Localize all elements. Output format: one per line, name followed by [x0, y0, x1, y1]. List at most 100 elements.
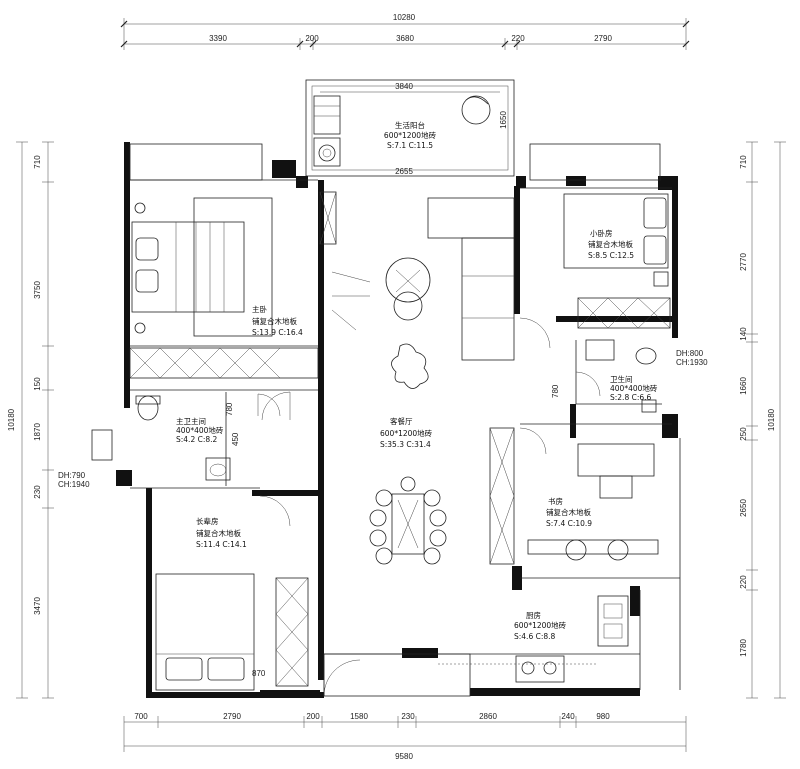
study-floor: 铺复合木地板: [546, 507, 591, 517]
bottom-dim-7: 240: [561, 712, 575, 721]
master-bedroom-area: S:13.9 C:16.4: [252, 328, 303, 337]
entry-door-icon: [331, 271, 371, 331]
bottom-dim-4: 1580: [350, 712, 368, 721]
guest-bath-dim: 780: [551, 384, 560, 398]
master-bath-dim-2: 450: [231, 432, 240, 446]
right-dim-2: 2770: [739, 253, 748, 271]
dining-table-icon: [369, 476, 447, 565]
right-total-dim: 10180: [767, 408, 776, 431]
bottom-dimension-lines: [123, 716, 687, 752]
elder-bedroom-name: 长辈房: [196, 516, 219, 526]
top-dim-4: 220: [511, 34, 525, 43]
balcony-name: 生活阳台: [395, 120, 425, 130]
bottom-dim-6: 2860: [479, 712, 497, 721]
left-total-dim: 10180: [7, 408, 16, 431]
kitchen-area: S:4.6 C:8.8: [514, 632, 556, 641]
left-window-dh: DH:790: [58, 471, 86, 480]
top-total-dim: 10280: [393, 13, 416, 22]
left-dim-1: 710: [33, 155, 42, 169]
bottom-total-dim: 9580: [395, 752, 413, 761]
living-dining-floor: 600*1200地砖: [380, 428, 433, 438]
left-dimension-lines: [16, 141, 54, 699]
guest-bath-name: 卫生间: [610, 374, 633, 384]
laundry-cabinet-icon: [313, 95, 341, 135]
right-dim-3: 140: [739, 327, 748, 341]
bottom-dim-1: 700: [134, 712, 148, 721]
bottom-dim-5: 230: [401, 712, 415, 721]
bottom-dim-2: 2790: [223, 712, 241, 721]
left-bay-window: [91, 429, 113, 461]
living-door-swing: [261, 391, 291, 421]
left-dim-2: 3750: [33, 281, 42, 299]
right-dim-1: 710: [739, 155, 748, 169]
elder-wardrobe-icon: [275, 577, 309, 687]
study-name: 书房: [548, 496, 563, 506]
study-door-swing: [519, 427, 547, 455]
left-dim-6: 3470: [33, 597, 42, 615]
bottom-dim-3: 200: [306, 712, 320, 721]
living-dining-name: 客餐厅: [390, 416, 413, 426]
front-door-icon: [323, 653, 471, 697]
master-bath-dim: 780: [225, 402, 234, 416]
walls: [116, 142, 678, 698]
right-dim-6: 2650: [739, 499, 748, 517]
guest-bath-floor: 400*400地砖: [610, 383, 658, 393]
right-dim-7: 220: [739, 575, 748, 589]
elder-bedroom-bed-icon: [155, 573, 255, 691]
kitchen-floor: 600*1200地砖: [514, 620, 567, 630]
top-dim-1: 3390: [209, 34, 227, 43]
guest-bath-area: S:2.8 C:6.6: [610, 393, 652, 402]
top-dimension-lines: [120, 18, 690, 50]
study-area: S:7.4 C:10.9: [546, 519, 592, 528]
living-dining-area: S:35.3 C:31.4: [380, 440, 431, 449]
elder-bedroom-dim: 870: [252, 669, 266, 678]
elder-bedroom-floor: 铺复合木地板: [196, 528, 241, 538]
master-bedroom-name: 主卧: [252, 304, 267, 314]
plant-icon: [385, 257, 431, 321]
master-wardrobe-icon: [129, 347, 319, 379]
master-bath-floor: 400*400地砖: [176, 425, 224, 435]
guest-bath-fixtures-icon: [575, 339, 657, 413]
top-dim-3: 3680: [396, 34, 414, 43]
balcony-area: S:7.1 C:11.5: [387, 141, 433, 150]
elder-door-swing: [259, 495, 291, 527]
master-bath-name: 主卫主间: [176, 416, 206, 426]
lounge-chair-icon: [461, 95, 491, 125]
right-dim-5: 250: [739, 427, 748, 441]
left-window-ch: CH:1940: [58, 480, 90, 489]
study-cabinet-icon: [489, 427, 515, 565]
study-desk-icon: [527, 443, 659, 561]
top-dim-5: 2790: [594, 34, 612, 43]
small-bedroom-area: S:8.5 C:12.5: [588, 251, 634, 260]
left-dim-5: 230: [33, 485, 42, 499]
kitchen-name: 厨房: [526, 610, 541, 620]
right-dim-8: 1780: [739, 639, 748, 657]
balcony-outline: [305, 79, 515, 177]
left-dim-4: 1870: [33, 423, 42, 441]
balcony-opening-dim: 2655: [395, 167, 413, 176]
kitchen-counter-icon: [438, 595, 629, 683]
right-dim-4: 1660: [739, 377, 748, 395]
small-bedroom-door-swing: [519, 317, 551, 349]
right-window-ch: CH:1930: [676, 358, 708, 367]
right-window-dh: DH:800: [676, 349, 704, 358]
master-bedroom-bed-icon: [131, 197, 273, 337]
rug-icon: [391, 343, 429, 389]
small-bedroom-floor: 铺复合木地板: [588, 239, 633, 249]
balcony-depth-dim: 1650: [499, 111, 508, 129]
master-bath-fixtures-icon: [135, 392, 281, 486]
small-bedroom-bed-icon: [563, 193, 669, 287]
entry-cabinet-icon: [319, 191, 337, 245]
bottom-dim-8: 980: [596, 712, 610, 721]
small-bedroom-wardrobe-icon: [577, 297, 671, 329]
right-dimension-lines: [746, 141, 786, 699]
top-dim-2: 200: [305, 34, 319, 43]
small-bedroom-name: 小卧房: [590, 228, 613, 238]
sofa-icon: [427, 197, 515, 361]
master-bath-area: S:4.2 C:8.2: [176, 435, 218, 444]
elder-bedroom-area: S:11.4 C:14.1: [196, 540, 247, 549]
balcony-inner-dim: 3840: [395, 82, 413, 91]
washing-machine-icon: [313, 137, 341, 167]
master-bedroom-floor: 铺复合木地板: [252, 316, 297, 326]
